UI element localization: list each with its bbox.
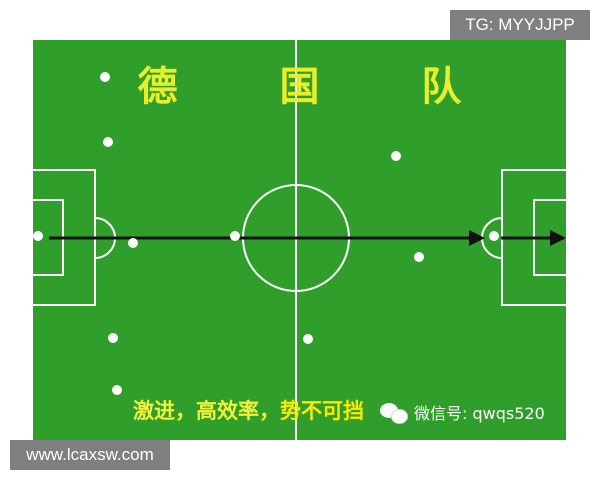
team-title: 德 国 队 <box>137 64 506 110</box>
attack-arrow-head <box>469 230 485 246</box>
wechat-watermark: 微信号: qwqs520 <box>380 400 545 424</box>
wechat-icon <box>380 401 410 424</box>
pitch-graphic <box>33 40 566 440</box>
bottom-left-watermark: www.lcaxsw.com <box>10 440 170 470</box>
player-dot <box>391 151 401 161</box>
football-pitch <box>33 40 566 440</box>
player-dot <box>230 231 240 241</box>
attack-arrow-head-2 <box>550 230 566 246</box>
slogan-emphasis: 势不可挡 <box>280 399 364 423</box>
player-dot <box>414 252 424 262</box>
player-dot <box>100 72 110 82</box>
player-dot <box>303 334 313 344</box>
players <box>33 72 499 395</box>
wechat-id-label: 微信号: qwqs520 <box>414 404 545 423</box>
player-dot <box>108 333 118 343</box>
player-dot <box>112 385 122 395</box>
player-dot <box>489 231 499 241</box>
slogan: 激进，高效率，势不可挡 <box>133 395 364 425</box>
player-dot <box>128 238 138 248</box>
player-dot <box>103 137 113 147</box>
slogan-text: 激进，高效率， <box>133 399 280 423</box>
top-right-watermark: TG: MYYJJPP <box>450 10 590 40</box>
player-dot <box>33 231 43 241</box>
